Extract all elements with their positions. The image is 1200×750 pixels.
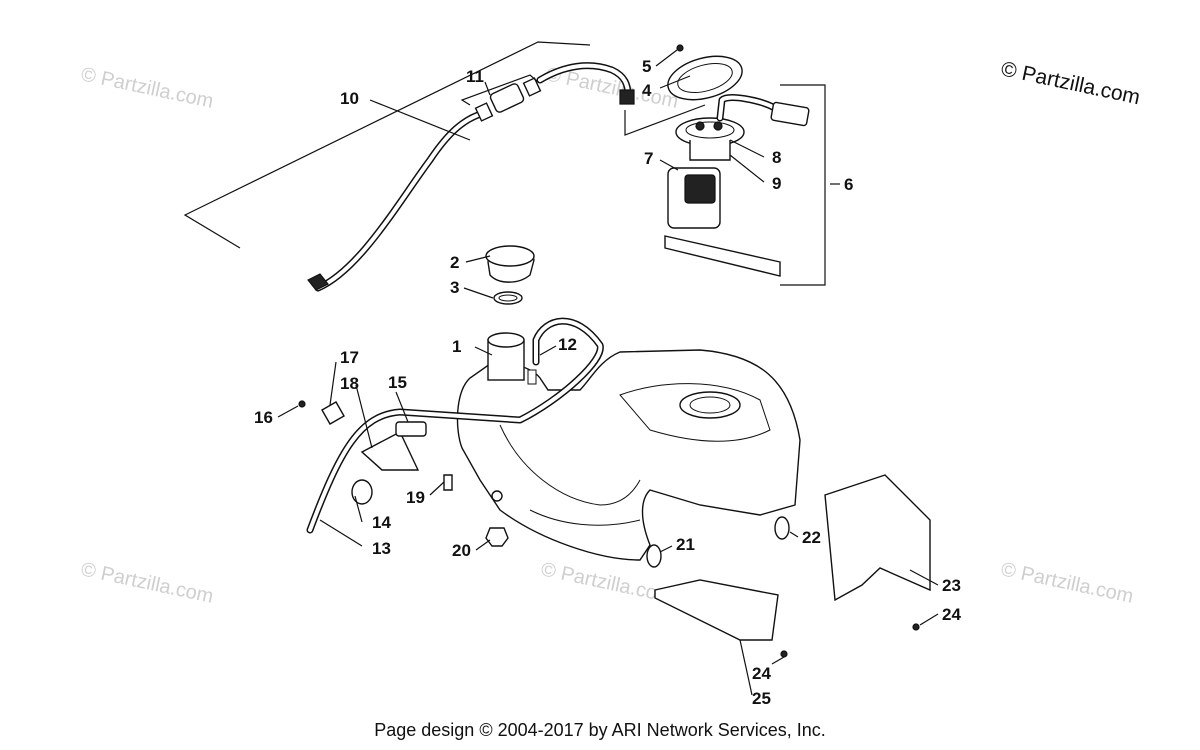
- fuel-line-assembly: [183, 41, 635, 292]
- hose-clamp-right: [522, 77, 542, 97]
- pump-strainer: [664, 235, 781, 277]
- callout-25: 25: [752, 689, 771, 708]
- callout-19: 19: [406, 488, 425, 507]
- callout-23: 23: [942, 576, 961, 595]
- tank-body: [456, 349, 801, 561]
- tank-mount-screw: [443, 474, 453, 491]
- valve-clip: [321, 401, 345, 425]
- tank-nut: [485, 527, 509, 547]
- watermark-bottom-right: © Partzilla.com: [999, 558, 1135, 608]
- callout-10: 10: [340, 89, 359, 108]
- check-valve: [395, 421, 427, 437]
- pump-body-upper: [689, 140, 731, 161]
- valve-group: [298, 400, 790, 568]
- callout-16: 16: [254, 408, 273, 427]
- page-footer: Page design © 2004-2017 by ARI Network S…: [374, 720, 826, 740]
- callout-14: 14: [372, 513, 391, 532]
- callout-9: 9: [772, 174, 781, 193]
- watermark-bottom-left: © Partzilla.com: [79, 558, 215, 608]
- callout-11: 11: [466, 67, 484, 86]
- callout-6: 6: [844, 175, 853, 194]
- shield-screw-left: [780, 650, 788, 658]
- small-screw: [298, 400, 306, 408]
- callout-13: 13: [372, 539, 391, 558]
- callout-22: 22: [802, 528, 821, 547]
- fuel-filter: [489, 83, 525, 113]
- heat-shield-25: [654, 579, 779, 641]
- shield-screw-right: [912, 623, 920, 631]
- callout-15: 15: [388, 373, 407, 392]
- hose-connector-lower: [307, 273, 329, 291]
- hose-clamp: [351, 479, 373, 505]
- heat-shields: [654, 474, 931, 658]
- callout-2: 2: [450, 253, 459, 272]
- pump-screw: [676, 44, 684, 52]
- callout-4: 4: [642, 81, 652, 100]
- vent-hose: [306, 317, 604, 534]
- callout-17: 17: [340, 348, 359, 367]
- copyright-label: © Partzilla.com: [999, 57, 1142, 109]
- valve-bracket: [360, 431, 420, 471]
- leader-lines: [277, 49, 939, 696]
- callout-7: 7: [644, 149, 653, 168]
- callout-20: 20: [452, 541, 471, 560]
- bracket-6: [780, 84, 826, 286]
- fuel-pump-assembly: [624, 44, 826, 286]
- callout-8: 8: [772, 148, 781, 167]
- fuel-cap-group: [485, 245, 535, 305]
- grommet-21: [646, 544, 662, 568]
- bracket-10: [183, 41, 591, 249]
- callout-21: 21: [676, 535, 695, 554]
- hose-connector-upper: [619, 89, 635, 105]
- callout-3: 3: [450, 278, 459, 297]
- callouts: 1 2 3 4 5 6 7 8 9 10 11 12 13 14 15 16 1…: [254, 57, 961, 708]
- heat-shield-23: [824, 474, 931, 602]
- callout-24-right: 24: [942, 605, 961, 624]
- watermark-top-left: © Partzilla.com: [79, 63, 215, 113]
- pump-connector: [770, 101, 810, 127]
- callout-1: 1: [452, 337, 461, 356]
- hose-clamp-left: [474, 102, 494, 122]
- callout-12: 12: [558, 335, 577, 354]
- callout-24-bottom: 24: [752, 664, 771, 683]
- fuel-tank: [456, 332, 801, 561]
- callout-5: 5: [642, 57, 651, 76]
- callout-18: 18: [340, 374, 359, 393]
- grommet-22: [774, 516, 790, 540]
- bracket-11: [460, 74, 539, 106]
